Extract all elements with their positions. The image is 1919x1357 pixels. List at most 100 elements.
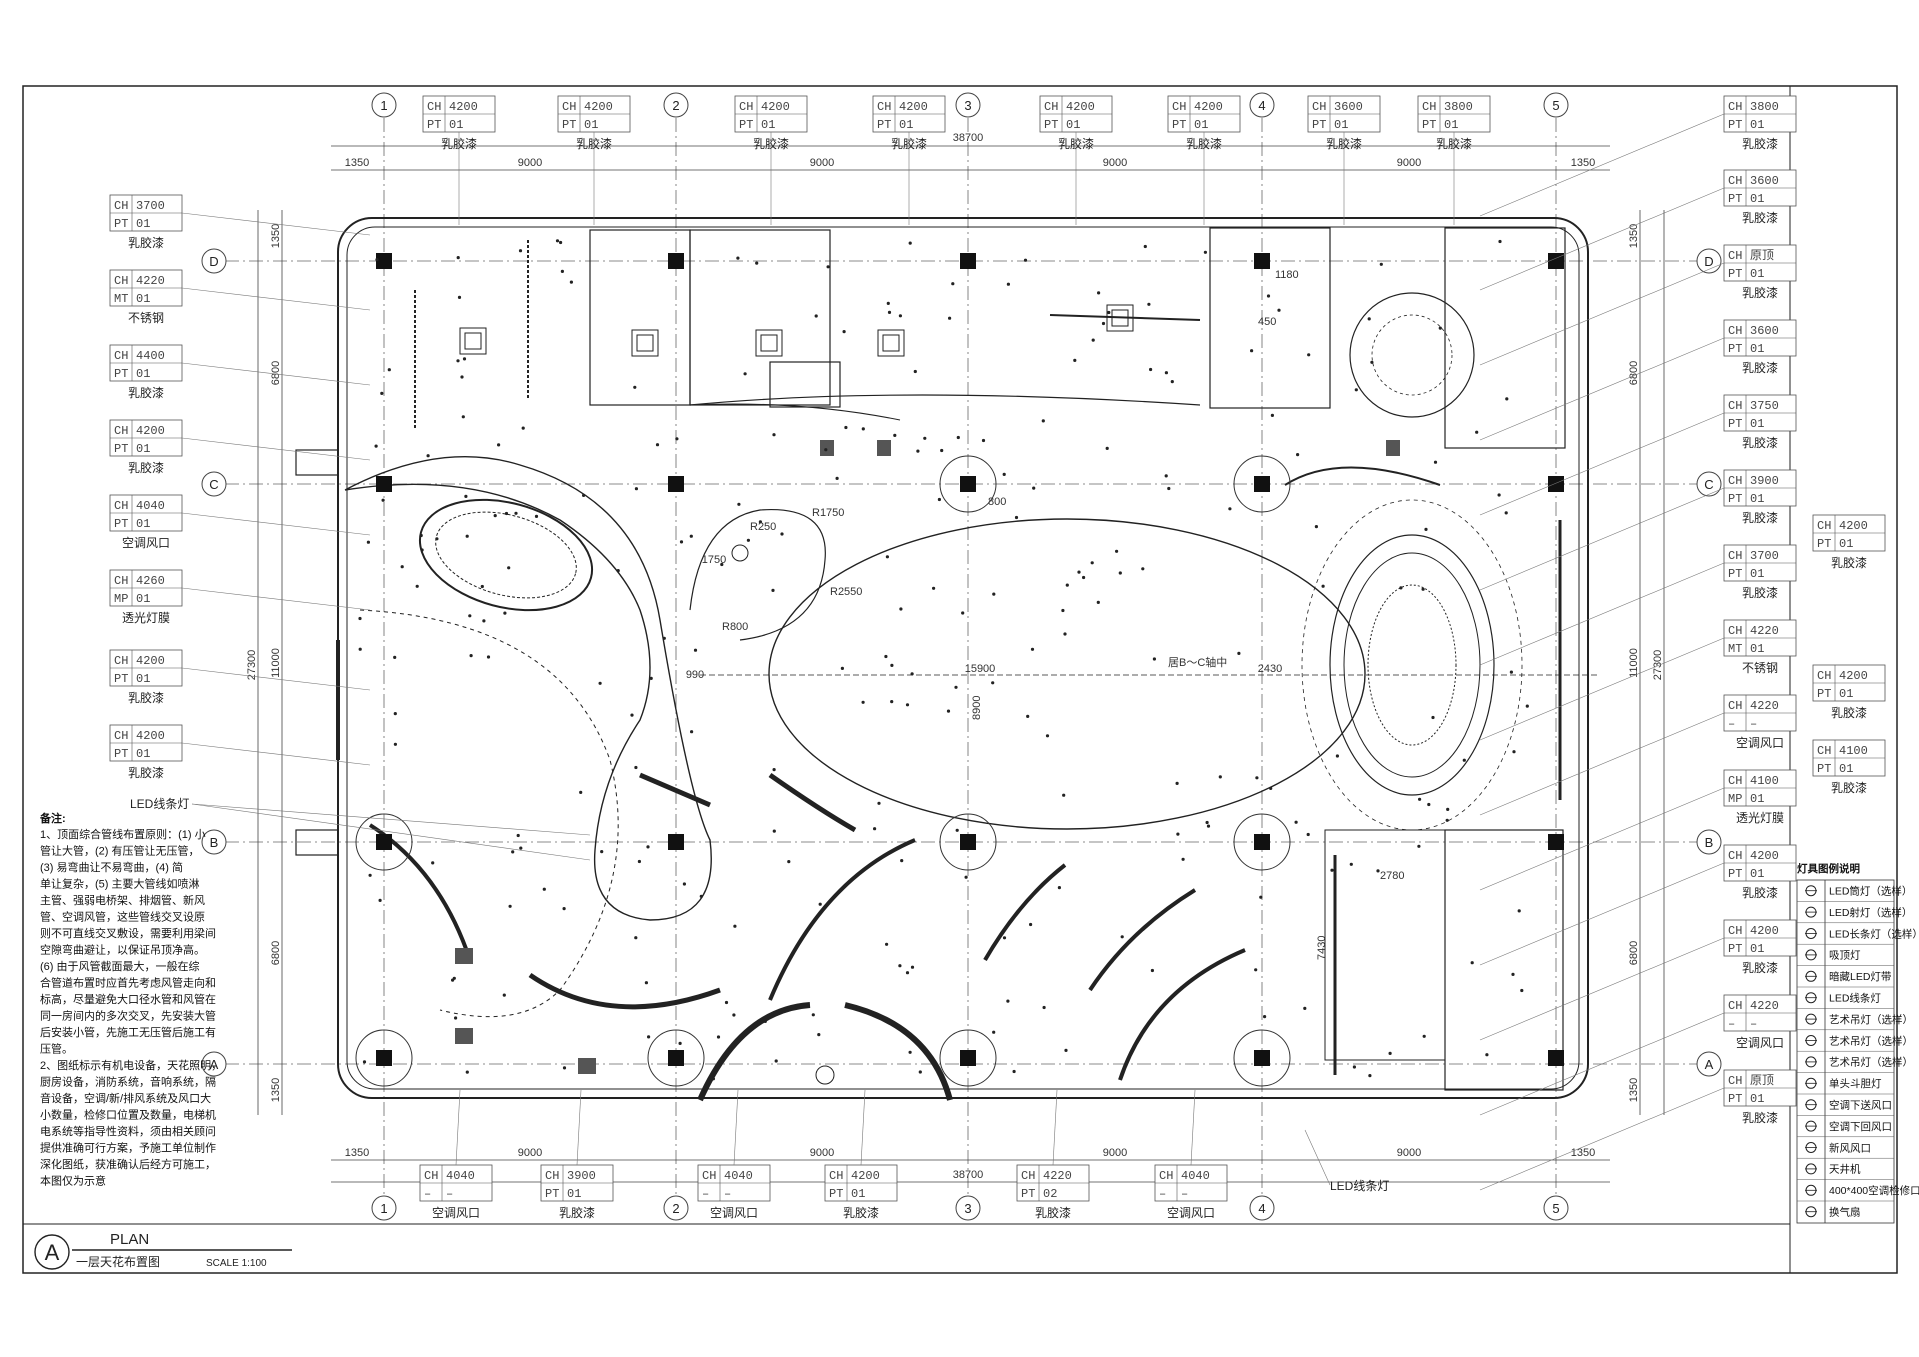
downlight-dot <box>1164 371 1168 375</box>
tag-ceiling-height: 4040 <box>136 499 165 513</box>
downlight-dot <box>835 476 839 480</box>
tag-material-code: PT <box>1044 118 1058 132</box>
led-callout-leaders <box>191 803 1331 1186</box>
downlight-dot <box>787 860 791 864</box>
tag-ch-code: CH <box>427 100 441 114</box>
downlight-dot <box>1520 988 1524 993</box>
downlight-dot <box>861 700 865 704</box>
plan-label: PLAN <box>110 1231 149 1248</box>
downlight-dot <box>937 497 942 502</box>
downlight-dot <box>898 314 903 318</box>
downlight-dot <box>559 240 563 245</box>
tag-finish-no: 01 <box>1750 118 1764 132</box>
downlight-dot <box>366 540 370 544</box>
downlight-dot <box>774 1059 778 1063</box>
downlight-dot <box>503 611 507 615</box>
downlight-dot <box>899 607 903 611</box>
downlight-dot <box>948 316 952 320</box>
downlight-dot <box>555 239 560 243</box>
grid-row-label: D <box>209 254 218 269</box>
tag-ceiling-height: 4200 <box>851 1169 880 1183</box>
tag-finish-no: – <box>1750 717 1757 731</box>
lighting-legend: 灯具图例说明 LED筒灯（选样）LED射灯（选样）LED长条灯（选样）吸顶灯暗藏… <box>1796 862 1919 1224</box>
tag-ceiling-height: 4200 <box>899 100 928 114</box>
downlight-dot <box>1294 820 1298 824</box>
tag-material-label: 空调风口 <box>1167 1206 1215 1220</box>
tag-material-label: 乳胶漆 <box>1742 285 1778 300</box>
downlight-dot <box>647 1035 651 1039</box>
ac-return-vent-icon <box>1805 1120 1817 1132</box>
legend-label: 空调下回风口 <box>1829 1120 1892 1133</box>
downlight-dot <box>1205 820 1209 825</box>
dim-vert-seg: 1350 <box>270 224 282 248</box>
tag-finish-no: 01 <box>1750 492 1764 506</box>
downlight-dot <box>1061 608 1065 613</box>
tag-finish-no: 01 <box>761 118 775 132</box>
downlight-dot <box>1335 754 1339 758</box>
tag-material-label: 乳胶漆 <box>128 765 164 780</box>
tag-finish-no: – <box>446 1187 453 1201</box>
dim-450: 450 <box>1258 316 1276 328</box>
tag-finish-no: 01 <box>1194 118 1208 132</box>
downlight-dot <box>464 494 468 498</box>
tag-material-code: PT <box>877 118 891 132</box>
downlight-dot <box>521 426 525 430</box>
legend-row: 艺术吊灯（选样） <box>1797 1008 1913 1026</box>
downlight-dot <box>1512 750 1516 754</box>
tag-material-code: PT <box>739 118 753 132</box>
tag-finish-no: 01 <box>1334 118 1348 132</box>
grid-bubble-row <box>1696 829 1722 855</box>
downlight-dot <box>826 265 830 269</box>
note-line: 单让复杂，(5) 主要大管线如喷淋 <box>40 877 200 891</box>
dim-overall-height: 27300 <box>246 650 258 681</box>
note-line: 空隙弯曲避让，以保证吊顶净高。 <box>40 943 205 957</box>
dim-vert-seg: 1350 <box>1628 224 1640 248</box>
downlight-dot <box>885 555 890 559</box>
downlight-dot <box>649 676 653 681</box>
downlight-dot <box>1505 397 1509 401</box>
downlight-dot <box>720 562 724 567</box>
dim-top-seg: 1350 <box>1571 157 1595 169</box>
dim-vert-seg: 6800 <box>1628 941 1640 965</box>
downlight-dot <box>772 433 776 437</box>
dim-2430: 2430 <box>1258 663 1282 675</box>
dim-top-seg: 9000 <box>1103 157 1127 169</box>
tag-ceiling-height: 4100 <box>1750 774 1779 788</box>
downlight-dot <box>893 433 897 437</box>
downlight-dot <box>690 730 694 734</box>
grid-col-label: 1 <box>380 98 387 113</box>
downlight-dot <box>368 873 372 877</box>
tag-finish-no: 01 <box>1750 867 1764 881</box>
tag-ch-code: CH <box>1728 324 1742 338</box>
tag-ch-code: CH <box>114 729 128 743</box>
tag-finish-no: 01 <box>1839 762 1853 776</box>
tag-finish-no: 01 <box>1750 642 1764 656</box>
dim-vert-seg: 1350 <box>1628 1078 1640 1102</box>
tag-ch-code: CH <box>1021 1169 1035 1183</box>
downlight-dot <box>1120 935 1124 939</box>
dim-1180: 1180 <box>1275 269 1299 281</box>
dim-r250: R250 <box>750 521 776 533</box>
access-panel-icon <box>1805 1184 1817 1196</box>
dim-bottom-seg: 9000 <box>1397 1147 1421 1159</box>
downlight-dot <box>460 375 464 379</box>
downlight-dot <box>358 616 362 621</box>
downlight-dot <box>1206 824 1211 828</box>
downlight-dot <box>1307 353 1311 357</box>
downlight-dot <box>954 685 958 689</box>
tag-material-label: 乳胶漆 <box>1831 555 1867 570</box>
tag-material-label: 空调风口 <box>1736 736 1784 750</box>
downlight-dot <box>1218 775 1222 779</box>
downlight-dot <box>746 538 751 542</box>
downlight-dot <box>1023 258 1028 262</box>
downlight-dot <box>908 241 912 245</box>
grid-col-label: 5 <box>1552 1201 1559 1216</box>
downlight-dot <box>378 898 382 903</box>
note-line: 1、顶面综合管线布置原则：(1) 小 <box>40 827 206 841</box>
tag-ch-code: CH <box>1728 249 1742 263</box>
grid-col-label: 3 <box>964 98 971 113</box>
